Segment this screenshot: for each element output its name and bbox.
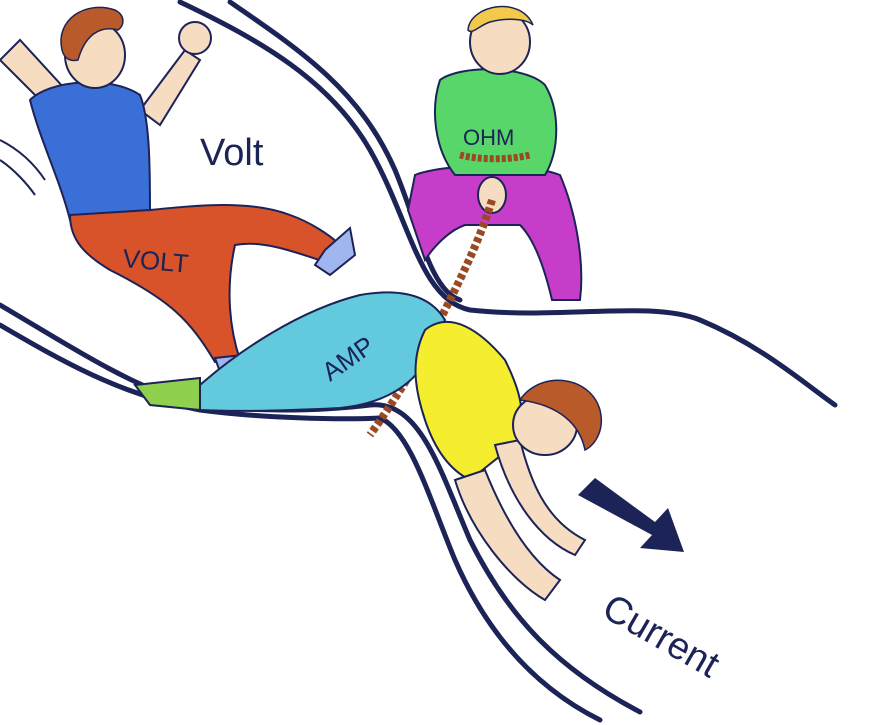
wire-lower-left <box>0 302 643 715</box>
current-arrow-icon <box>578 478 684 552</box>
ohm-shirt <box>434 68 558 176</box>
ohm-belt <box>459 151 531 163</box>
volt-right-hand <box>178 21 212 55</box>
volt-title-label: Volt <box>200 132 264 174</box>
amp-arm-right <box>493 438 587 557</box>
volt-right-arm <box>138 48 202 127</box>
motion-lines <box>0 139 46 196</box>
amp-arm-left <box>453 468 562 602</box>
amp-character: AMP <box>133 291 602 602</box>
volt-hair <box>60 6 124 62</box>
wire-channel <box>0 0 838 723</box>
current-label: Current <box>596 586 727 686</box>
ohm-hair <box>467 5 534 33</box>
amp-hair <box>518 379 602 452</box>
volt-shirt <box>28 81 152 222</box>
wire-upper-inner <box>227 0 463 303</box>
amp-shoe <box>133 376 201 412</box>
volt-pants <box>68 204 342 364</box>
wire-lower-inner <box>0 322 603 723</box>
ohm-character: OHM <box>406 5 583 301</box>
ohm-shirt-label: OHM <box>463 125 514 150</box>
ohm-hands <box>477 176 507 214</box>
volt-shoe-right <box>313 226 357 277</box>
volt-character: VOLT <box>0 6 357 373</box>
amp-pants <box>199 291 447 412</box>
volt-pants-label: VOLT <box>121 243 189 279</box>
wire-upper-left <box>177 0 838 408</box>
